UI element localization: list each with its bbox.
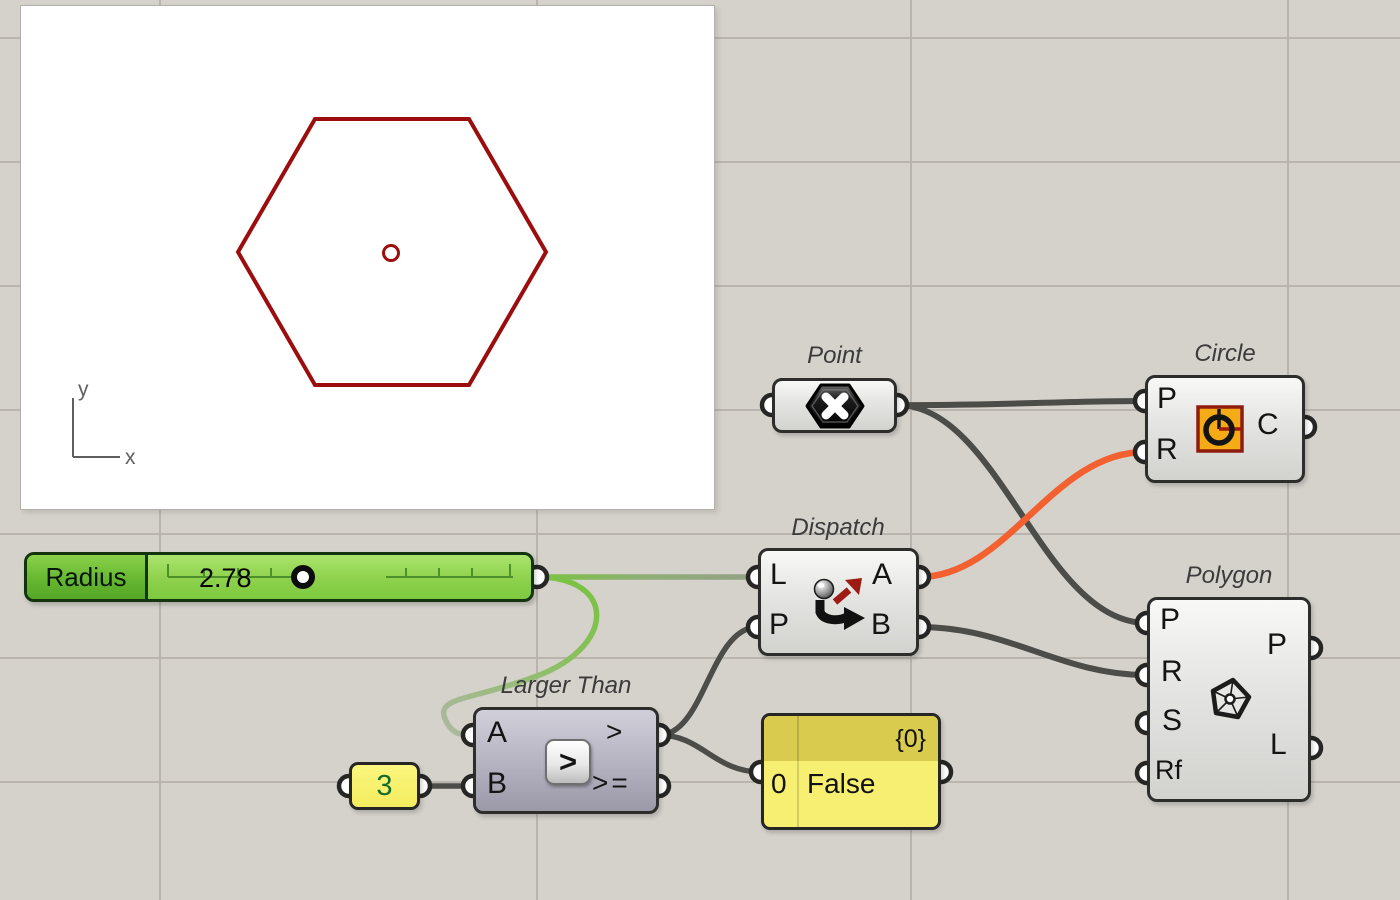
pentagon-icon: [1210, 677, 1252, 720]
wire-dispatch-b-to-polygon-r[interactable]: [916, 624, 1150, 678]
larger-than-input-b: B: [487, 767, 508, 800]
circle-component[interactable]: [1145, 375, 1305, 483]
preview-center-circle: [382, 244, 400, 262]
slider-name-label: Radius: [27, 555, 148, 599]
polygon-input-r: R: [1161, 655, 1183, 688]
slider-value: 2.78: [199, 563, 252, 593]
data-panel[interactable]: {0} 0 False: [761, 713, 941, 830]
circle-input-r: R: [1156, 433, 1178, 466]
dispatch-arrows-icon: [813, 578, 865, 630]
dispatch-input-p: P: [769, 608, 790, 641]
slider-track[interactable]: [148, 555, 533, 599]
polygon-input-p: P: [1160, 603, 1181, 636]
larger-than-component-label: Larger Than: [500, 672, 632, 699]
circle-output-c: C: [1257, 408, 1279, 441]
dispatch-component[interactable]: [758, 548, 919, 656]
point-hexagon-x-icon: [805, 383, 864, 428]
preview-hexagon: [235, 117, 549, 387]
wire-point-to-polygon-p[interactable]: [894, 402, 1150, 626]
panel-row: 0 False: [764, 768, 938, 808]
circle-component-label: Circle: [1194, 340, 1256, 367]
polygon-input-rf: Rf: [1155, 755, 1182, 785]
point-component-label: Point: [807, 342, 862, 369]
wire-dispatch-a-to-circle-r[interactable]: [915, 448, 1149, 581]
axis-y-label: y: [78, 378, 89, 401]
panel-path-header: {0}: [764, 716, 938, 761]
polygon-component-label: Polygon: [1185, 562, 1273, 589]
larger-than-component[interactable]: >: [473, 707, 659, 814]
integer-value: 3: [376, 769, 393, 802]
panel-row-index: 0: [771, 768, 787, 799]
slider-knob[interactable]: [291, 565, 315, 589]
circle-center-radius-icon: [1196, 405, 1244, 453]
wire-largerthan-to-dispatch-p[interactable]: [656, 624, 761, 738]
number-slider[interactable]: Radius 2.78: [24, 552, 534, 602]
integer-component[interactable]: 3: [349, 762, 420, 810]
greater-than-icon: >: [545, 739, 591, 785]
polygon-output-p: P: [1267, 628, 1288, 661]
larger-than-output-gt: >: [606, 716, 626, 747]
wire-largerthan-to-panel[interactable]: [656, 732, 764, 775]
larger-than-input-a: A: [487, 716, 508, 749]
dispatch-component-label: Dispatch: [791, 514, 885, 541]
panel-divider: [797, 716, 799, 827]
axis-gizmo: [72, 398, 120, 458]
rhino-viewport-preview: y x: [20, 5, 715, 510]
axis-x-label: x: [125, 446, 136, 469]
dispatch-output-a: A: [872, 558, 893, 591]
point-component[interactable]: [772, 378, 897, 433]
dispatch-output-b: B: [871, 608, 892, 641]
polygon-input-s: S: [1162, 704, 1183, 737]
wire-point-to-circle-p[interactable]: [894, 398, 1148, 409]
circle-input-p: P: [1157, 382, 1178, 415]
larger-than-output-gte: >=: [592, 767, 631, 798]
polygon-output-l: L: [1270, 728, 1287, 761]
wire-slider-to-largerthan-a[interactable]: [440, 574, 600, 738]
panel-row-value: False: [807, 768, 876, 799]
polygon-component[interactable]: [1147, 597, 1311, 802]
viewport-geometry: y x: [72, 117, 549, 469]
dispatch-input-l: L: [770, 558, 787, 591]
